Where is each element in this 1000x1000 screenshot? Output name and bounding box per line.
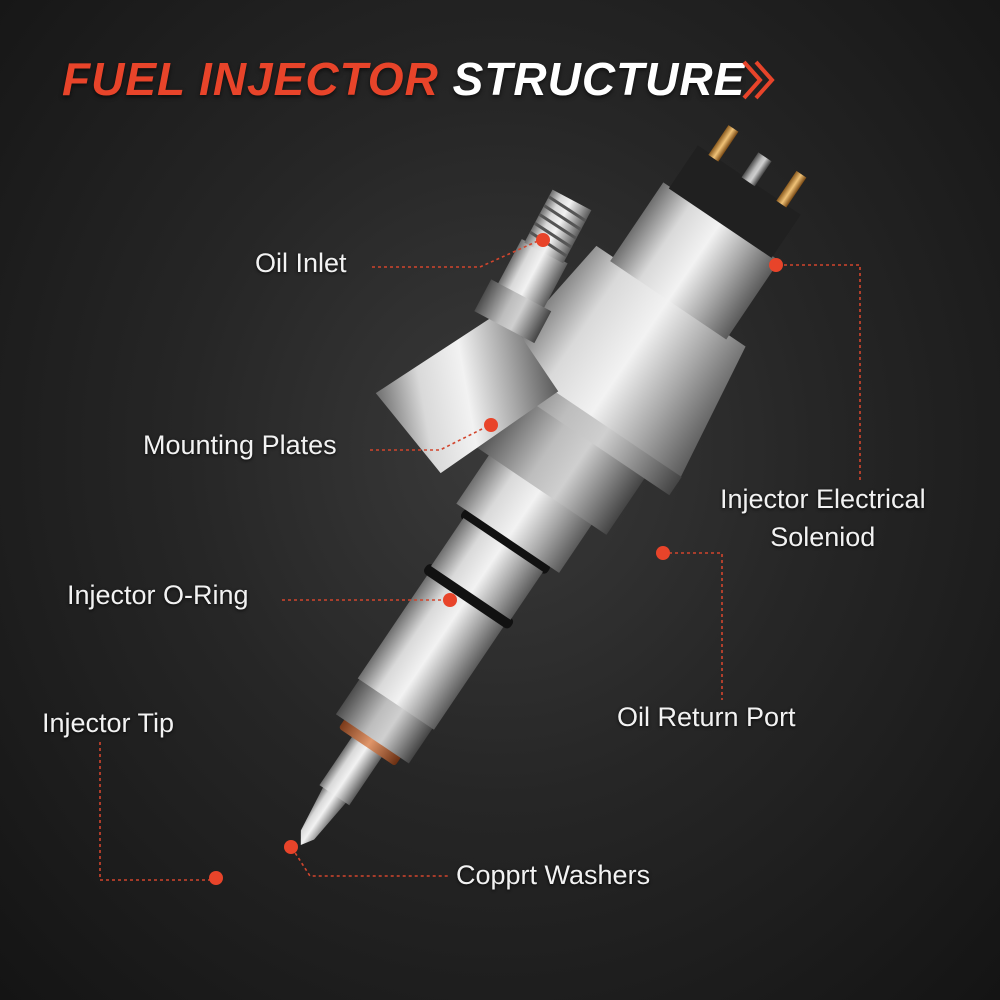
label-electrical-solenoid: Injector Electrical Soleniod — [720, 480, 926, 556]
leader-oil-inlet — [372, 239, 541, 268]
title-part-2: STRUCTURE — [452, 53, 746, 105]
label-mounting-plates: Mounting Plates — [143, 430, 337, 460]
dot-injector-oring — [443, 593, 457, 607]
dot-copper-washers — [284, 840, 298, 854]
page-title: FUEL INJECTOR STRUCTURE — [62, 52, 745, 106]
chevron-right-icon — [742, 60, 775, 100]
label-oil-inlet: Oil Inlet — [255, 248, 347, 278]
injector-body — [300, 125, 807, 845]
leader-lines — [99, 239, 861, 881]
leader-oil-return — [663, 552, 723, 700]
label-electrical-solenoid-line2: Soleniod — [770, 522, 876, 552]
leader-injector-tip — [99, 742, 215, 881]
leader-copper-washers — [291, 847, 448, 877]
dot-oil-inlet — [536, 233, 550, 247]
dot-solenoid — [769, 258, 783, 272]
dot-oil-return — [656, 546, 670, 560]
leader-solenoid — [778, 264, 861, 480]
dot-mounting-plates — [484, 418, 498, 432]
callout-dots — [209, 233, 783, 885]
label-oil-return-port: Oil Return Port — [617, 702, 796, 732]
dot-injector-tip — [209, 871, 223, 885]
label-copper-washers: Copprt Washers — [456, 860, 651, 890]
title-part-1: FUEL INJECTOR — [62, 53, 439, 105]
label-injector-tip: Injector Tip — [42, 708, 175, 738]
label-injector-oring: Injector O-Ring — [67, 580, 249, 610]
label-electrical-solenoid-line1: Injector Electrical — [720, 484, 926, 514]
